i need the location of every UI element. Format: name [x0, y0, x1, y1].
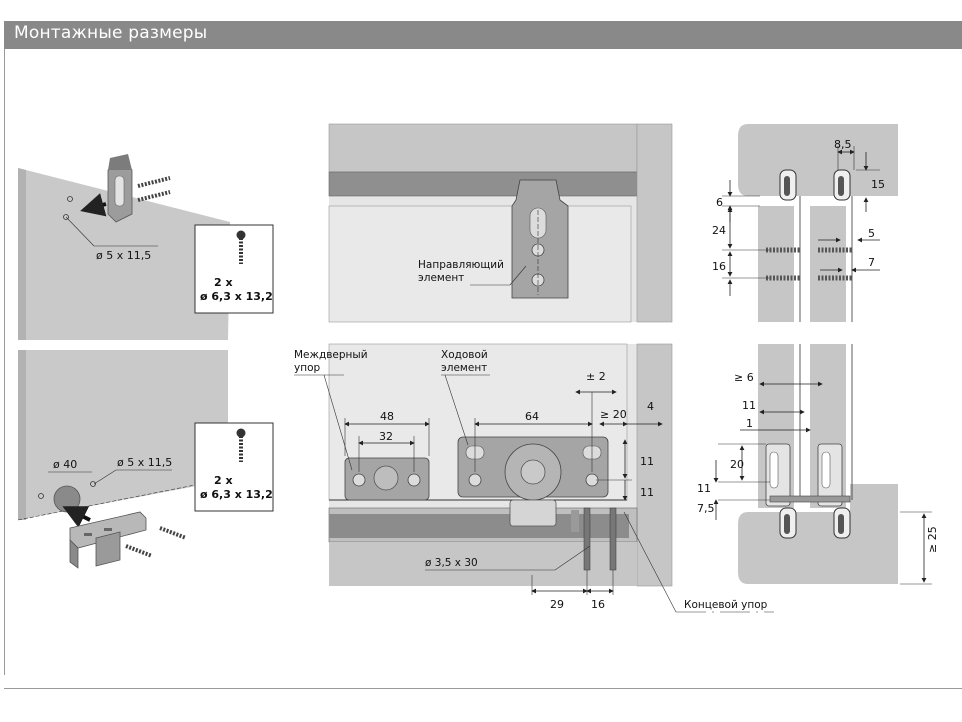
guide-bracket-part: [107, 154, 133, 223]
runner-element-part: [457, 436, 609, 527]
dim-ge20: ≥ 20: [600, 408, 627, 421]
stop-label-line2: упор: [294, 362, 321, 374]
dim-5: 5: [868, 227, 875, 240]
runner-label-line1: Ходовой: [441, 349, 488, 361]
screw-size: ø 6,3 x 13,2: [200, 290, 273, 303]
door-edge-top: [18, 168, 26, 340]
insert-arrow-icon: [80, 193, 107, 217]
runner-bracket-part: [69, 511, 147, 569]
runner-label-line2: элемент: [441, 362, 487, 374]
screw-size-label: ø 3,5 x 30: [425, 557, 478, 569]
section-title: Монтажные размеры: [14, 23, 208, 43]
dim-8-5: 8,5: [834, 138, 852, 151]
screw-spec-box: [194, 422, 274, 512]
screw-size: ø 6,3 x 13,2: [200, 488, 273, 501]
guide-element-view: Направляющий элемент: [328, 123, 673, 323]
dim-29: 29: [550, 598, 564, 611]
dim-48: 48: [380, 410, 394, 423]
screw-spec-box: [194, 224, 274, 314]
stop-label-line1: Междверный: [294, 349, 368, 361]
dim-16: 16: [591, 598, 605, 611]
screw-icon: [236, 428, 246, 462]
end-stop-label: Концевой упор: [684, 599, 768, 611]
dim-plus-minus-2: ± 2: [586, 370, 606, 383]
top-profile-rail: [779, 169, 851, 201]
door-top-view: ø 5 x 11,5 2 x ø 6,3 x 13,2: [18, 154, 274, 340]
hole-size-label: ø 5 x 11,5: [117, 456, 172, 469]
door-bottom-view: ø 40 ø 5 x 11,5 2 x ø 6,3 x 13,2: [17, 350, 274, 569]
hole-40-label: ø 40: [53, 458, 77, 471]
dim-20: 20: [730, 458, 744, 471]
dim-64: 64: [525, 410, 539, 423]
dim-11-lower: 11: [697, 482, 711, 495]
dim-ge25: ≥ 25: [926, 526, 939, 553]
screw-icon: [137, 176, 171, 202]
dim-6: 6: [716, 196, 723, 209]
dim-7-5: 7,5: [697, 502, 715, 515]
bottom-profile-rail: [779, 507, 851, 539]
runner-profile-part: [765, 443, 851, 507]
bottom-panel-section: [738, 512, 898, 584]
dim-1: 1: [746, 417, 753, 430]
door-panel-top: [18, 168, 230, 340]
guide-label-line1: Направляющий: [418, 259, 504, 271]
guide-element-part: [511, 179, 569, 299]
inter-door-stop-part: [344, 457, 430, 501]
dim-24: 24: [712, 224, 726, 237]
frame-left-rule: [4, 49, 5, 675]
section-header: Монтажные размеры: [4, 21, 962, 49]
dim-11-upper: 11: [640, 455, 654, 468]
hole-mark: [67, 196, 73, 202]
dim-11-lower: 11: [640, 486, 654, 499]
screw-count: 2 x: [214, 474, 233, 487]
frame-bottom-rule: [4, 688, 962, 689]
screw-icon: [125, 526, 187, 558]
profile-top-section: 8,5 15 6 24 16 5 7: [712, 124, 898, 322]
profile-bottom-section: ≥ 6 11 1 20 11 7,5 ≥ 25: [697, 344, 939, 585]
guide-label-line2: элемент: [418, 272, 464, 284]
dim-11: 11: [742, 399, 756, 412]
dim-7: 7: [868, 256, 875, 269]
insert-arrow-icon: [62, 506, 91, 528]
screw-icon: [766, 247, 852, 281]
dim-16: 16: [712, 260, 726, 273]
hole-mark: [63, 214, 69, 220]
dim-ge6: ≥ 6: [734, 371, 754, 384]
hole-size-label: ø 5 x 11,5: [96, 249, 151, 262]
screw-icon: [236, 230, 246, 264]
screw-count: 2 x: [214, 276, 233, 289]
door-panel-bottom: [18, 350, 228, 520]
dim-4: 4: [647, 400, 654, 413]
top-rail: [328, 171, 638, 197]
dim-32: 32: [379, 430, 393, 443]
dim-15: 15: [871, 178, 885, 191]
runner-element-view: 48 32 64 ± 2 ≥ 20 4 11 11 29 16 Междверн…: [294, 343, 774, 613]
